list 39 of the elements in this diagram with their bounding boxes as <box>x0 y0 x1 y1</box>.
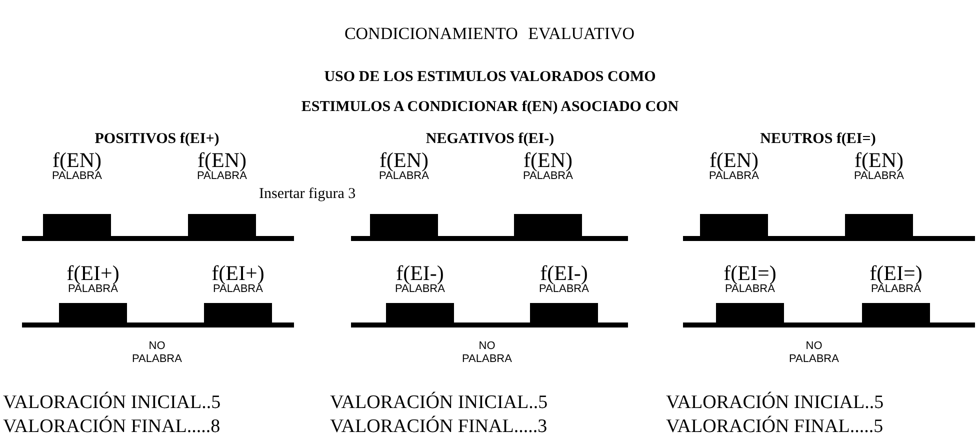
signal-label: f(EN) <box>198 150 246 170</box>
signal-label: f(EI+) <box>66 263 120 283</box>
word-label: PALABRA <box>523 170 573 182</box>
word-label: PALABRA <box>197 170 247 182</box>
rating-text: VALORACIÓN INICIAL..5 <box>3 392 221 414</box>
rating-text: VALORACIÓN FINAL.....3 <box>330 416 548 438</box>
rating-text: VALORACIÓN INICIAL..5 <box>330 392 548 414</box>
signal-label: f(EI-) <box>540 263 588 283</box>
word-label: PALABRA <box>539 283 589 295</box>
signal-label: f(EN) <box>524 150 572 170</box>
signal-label: f(EI=) <box>724 263 776 283</box>
rating-text: VALORACIÓN FINAL.....5 <box>666 416 884 438</box>
title: CONDICIONAMIENTO EVALUATIVO <box>343 24 636 44</box>
rating-text: VALORACIÓN FINAL.....8 <box>3 416 220 438</box>
rating-text: VALORACIÓN INICIAL..5 <box>666 392 884 414</box>
no-word-label: NO PALABRA <box>461 340 513 366</box>
word-label: PALABRA <box>395 283 445 295</box>
signal-label: f(EN) <box>854 150 904 170</box>
no-word-label: NO PALABRA <box>788 340 840 366</box>
placeholder-note: Insertar figura 3 <box>259 186 356 203</box>
signal-label: f(EI-) <box>396 263 444 283</box>
word-label: PALABRA <box>213 283 263 295</box>
word-label: PALABRA <box>52 170 102 182</box>
signal-label: f(EI=) <box>870 263 922 283</box>
no-word-label: NO PALABRA <box>131 340 183 366</box>
column-heading: NEUTROS f(EI=) <box>759 131 877 148</box>
word-label: PALABRA <box>871 283 921 295</box>
signal-label: f(EI+) <box>212 263 264 283</box>
signal-label: f(EN) <box>380 150 428 170</box>
subtitle: USO DE LOS ESTIMULOS VALORADOS COMO ESTIMULOS A CONDICIONAR f(EN) ASOCIADO CON <box>300 68 680 117</box>
word-label: PALABRA <box>68 283 118 295</box>
column-heading: NEGATIVOS f(EI-) <box>424 131 556 148</box>
word-label: PALABRA <box>725 283 775 295</box>
column-heading: POSITIVOS f(EI+) <box>94 131 220 148</box>
signal-label: f(EN) <box>710 150 758 170</box>
signal-label: f(EN) <box>52 150 102 170</box>
word-label: PALABRA <box>709 170 759 182</box>
word-label: PALABRA <box>379 170 429 182</box>
word-label: PALABRA <box>854 170 904 182</box>
